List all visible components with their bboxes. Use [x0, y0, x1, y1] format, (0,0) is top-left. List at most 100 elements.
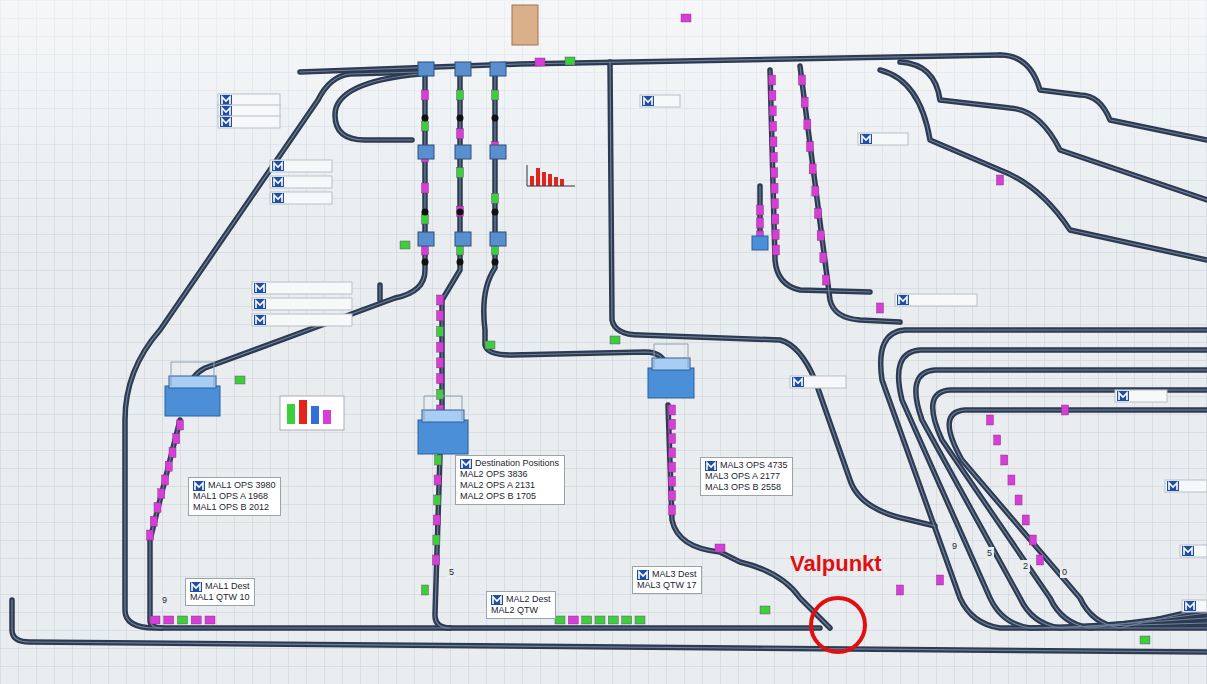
panel-title: MAL1 Dest — [205, 581, 250, 592]
tote — [437, 358, 444, 368]
tote — [1022, 515, 1029, 525]
tote — [1140, 636, 1150, 644]
conveyor-belt — [880, 70, 1207, 260]
tote — [635, 616, 645, 624]
tote — [422, 183, 429, 193]
pick-station — [418, 232, 434, 246]
tote — [165, 461, 172, 471]
info-panel — [1165, 480, 1207, 492]
pick-station — [418, 62, 434, 76]
panel-row: MAL1 OPS 3980 — [193, 480, 276, 491]
pick-station — [490, 62, 506, 76]
tote — [760, 606, 770, 614]
bar-chart — [527, 165, 575, 186]
m-icon — [705, 461, 717, 471]
tote — [1037, 555, 1044, 565]
conveyor — [125, 72, 820, 628]
m-icon — [190, 582, 202, 592]
conveyor — [881, 330, 1207, 628]
conveyor-belt — [900, 62, 1207, 200]
tote — [715, 544, 725, 552]
tote — [492, 193, 499, 203]
panel-row: MAL3 QTW 17 — [637, 580, 697, 591]
pick-station — [455, 62, 471, 76]
conveyor-belt — [484, 70, 667, 370]
conveyor-belt — [190, 70, 425, 390]
conveyor-belt — [881, 330, 1207, 628]
sensor-dot — [457, 209, 464, 216]
track-number: 5 — [447, 566, 456, 578]
tote — [807, 142, 814, 152]
info-panel — [790, 376, 846, 388]
track-number: 0 — [1060, 566, 1069, 578]
sensor-dot — [422, 115, 429, 122]
tote — [987, 415, 994, 425]
tote — [150, 616, 160, 624]
info-panel — [1115, 390, 1167, 402]
tote — [205, 616, 215, 624]
tote — [681, 14, 691, 22]
conveyor-belt — [770, 70, 870, 292]
panel-row: MAL3 OPS A 2177 — [705, 471, 788, 482]
panel-value: MAL3 OPS B 2558 — [705, 482, 788, 493]
panel-row: Destination Positions — [460, 458, 560, 469]
info-panel — [218, 116, 280, 128]
conveyor-belt — [668, 405, 830, 628]
info-panel: MAL1 OPS 3980MAL1 OPS A 1968MAL1 OPS B 2… — [188, 477, 281, 516]
tote — [769, 106, 776, 116]
conveyor — [150, 420, 180, 628]
tote — [799, 75, 806, 85]
tote — [433, 535, 440, 545]
tote — [1008, 475, 1015, 485]
tote — [457, 129, 464, 139]
tote — [437, 326, 444, 336]
tote — [422, 121, 429, 131]
choice-point-label: Valpunkt — [788, 551, 884, 576]
conveyor-belt — [335, 74, 420, 140]
conveyor-belt — [933, 390, 1207, 628]
buffer-box — [752, 236, 768, 250]
tote — [555, 616, 565, 624]
tote — [669, 405, 676, 415]
panel-row: MAL2 OPS B 1705 — [460, 491, 560, 502]
conveyor — [757, 186, 763, 236]
pick-station — [455, 232, 471, 246]
tote — [433, 555, 440, 565]
conveyor-belt — [125, 72, 820, 628]
info-panel — [252, 282, 352, 294]
tote — [457, 90, 464, 100]
conveyor — [933, 390, 1207, 628]
info-panel: MAL2 DestMAL2 QTW — [486, 591, 556, 619]
tote — [812, 186, 819, 196]
tote — [769, 90, 776, 100]
tote — [994, 435, 1001, 445]
tote — [150, 516, 157, 526]
panel-value: MAL2 OPS A 2131 — [460, 480, 560, 491]
conveyor — [800, 66, 900, 322]
conveyor — [610, 62, 935, 526]
tote — [158, 489, 165, 499]
tote — [772, 214, 779, 224]
workstation — [648, 344, 694, 398]
conveyor — [770, 70, 870, 292]
tote — [1029, 535, 1036, 545]
tote — [801, 97, 808, 107]
m-icon — [491, 595, 503, 605]
conveyor — [668, 405, 830, 628]
tote — [162, 475, 169, 485]
tote — [457, 206, 464, 216]
choice-point-circle — [811, 598, 865, 652]
m-icon — [193, 481, 205, 491]
panel-row: MAL3 Dest — [637, 569, 697, 580]
sensor-dot — [457, 115, 464, 122]
panel-value: MAL1 QTW 10 — [190, 592, 250, 603]
pick-station — [418, 145, 434, 159]
panel-row: MAL2 QTW — [491, 605, 551, 616]
tote — [817, 231, 824, 241]
panel-row: MAL2 OPS A 2131 — [460, 480, 560, 491]
conveyor-belt — [800, 66, 900, 322]
tote — [485, 341, 495, 349]
info-panel — [252, 314, 352, 326]
track-number: 2 — [1021, 560, 1030, 572]
